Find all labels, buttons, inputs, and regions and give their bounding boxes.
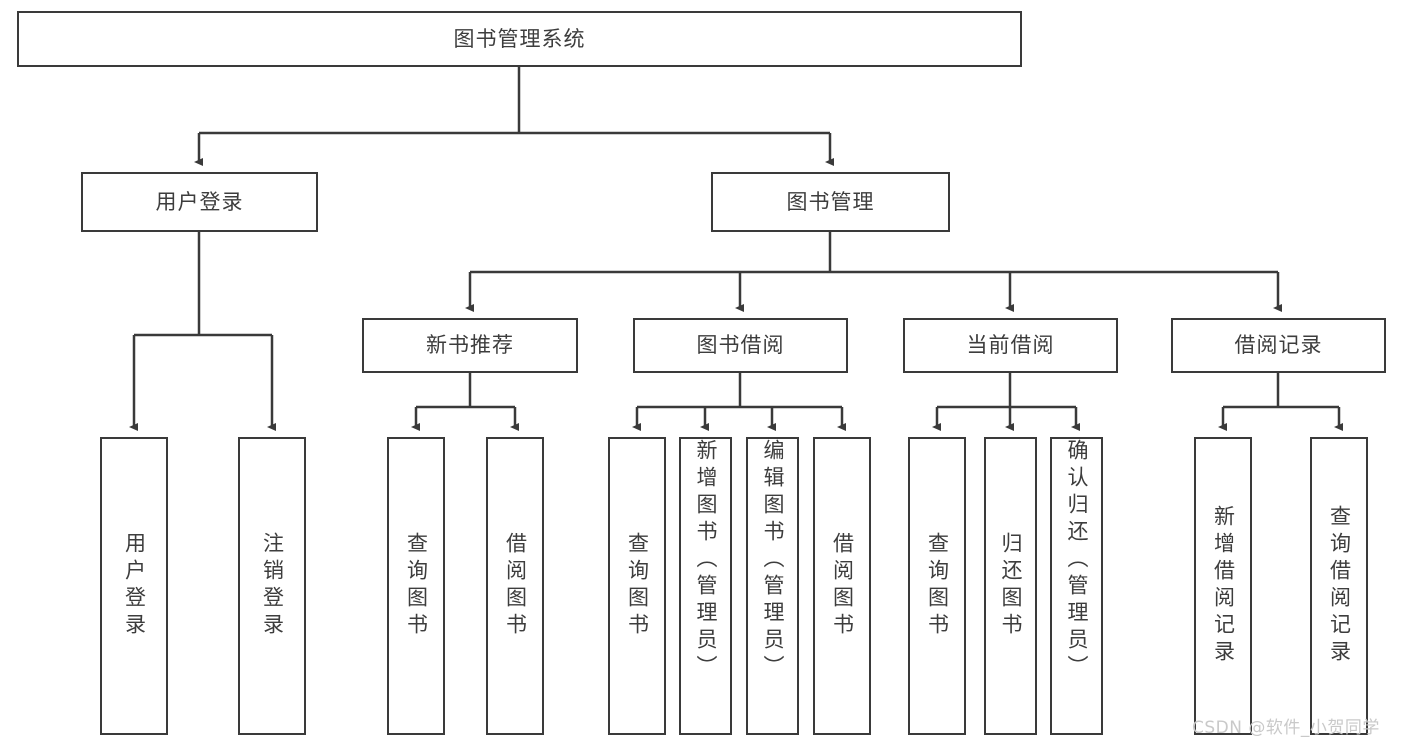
node-book-borrow-label: 图书借阅	[696, 333, 785, 358]
node-root[interactable]: 图书管理系统	[17, 11, 1022, 67]
node-user-logout-label: 注销登录	[260, 532, 285, 640]
node-query-borrow-record[interactable]: 查询借阅记录	[1310, 437, 1368, 735]
node-query-borrow-record-label: 查询借阅记录	[1327, 505, 1352, 667]
node-current-borrow-label: 当前借阅	[966, 333, 1055, 358]
node-add-borrow-record-label: 新增借阅记录	[1211, 505, 1236, 667]
node-root-label: 图书管理系统	[453, 26, 586, 51]
node-return-book-label: 归还图书	[999, 532, 1023, 640]
node-query-book-1[interactable]: 查询图书	[387, 437, 445, 735]
node-borrow-book-2[interactable]: 借阅图书	[813, 437, 871, 735]
node-edit-book-admin[interactable]: 编辑图书（管理员）	[746, 437, 799, 735]
node-query-book-3[interactable]: 查询图书	[908, 437, 966, 735]
node-user-login-do[interactable]: 用户登录	[100, 437, 168, 735]
node-new-book-recommend-label: 新书推荐	[426, 333, 514, 358]
node-query-book-3-label: 查询图书	[925, 532, 950, 640]
node-borrow-record[interactable]: 借阅记录	[1171, 318, 1386, 373]
node-query-book-2[interactable]: 查询图书	[608, 437, 666, 735]
node-user-login-do-label: 用户登录	[122, 532, 147, 640]
node-confirm-return-admin-label: 确认归还（管理员）	[1065, 439, 1089, 682]
node-add-book-admin-label: 新增图书（管理员）	[694, 439, 718, 682]
node-query-book-2-label: 查询图书	[625, 532, 650, 640]
node-query-book-1-label: 查询图书	[404, 532, 429, 640]
node-return-book[interactable]: 归还图书	[984, 437, 1037, 735]
node-book-manage[interactable]: 图书管理	[711, 172, 950, 232]
node-current-borrow[interactable]: 当前借阅	[903, 318, 1118, 373]
node-borrow-book-1-label: 借阅图书	[503, 532, 528, 640]
node-new-book-recommend[interactable]: 新书推荐	[362, 318, 578, 373]
node-user-login-label: 用户登录	[155, 189, 244, 214]
node-borrow-record-label: 借阅记录	[1234, 333, 1323, 358]
node-borrow-book-2-label: 借阅图书	[830, 532, 855, 640]
node-book-manage-label: 图书管理	[786, 189, 875, 214]
node-add-borrow-record[interactable]: 新增借阅记录	[1194, 437, 1252, 735]
node-borrow-book-1[interactable]: 借阅图书	[486, 437, 544, 735]
node-edit-book-admin-label: 编辑图书（管理员）	[761, 439, 785, 682]
csdn-watermark: CSDN @软件_小贺同学	[1192, 718, 1380, 738]
node-book-borrow[interactable]: 图书借阅	[633, 318, 848, 373]
node-add-book-admin[interactable]: 新增图书（管理员）	[679, 437, 732, 735]
node-confirm-return-admin[interactable]: 确认归还（管理员）	[1050, 437, 1103, 735]
node-user-logout[interactable]: 注销登录	[238, 437, 306, 735]
node-user-login[interactable]: 用户登录	[81, 172, 318, 232]
